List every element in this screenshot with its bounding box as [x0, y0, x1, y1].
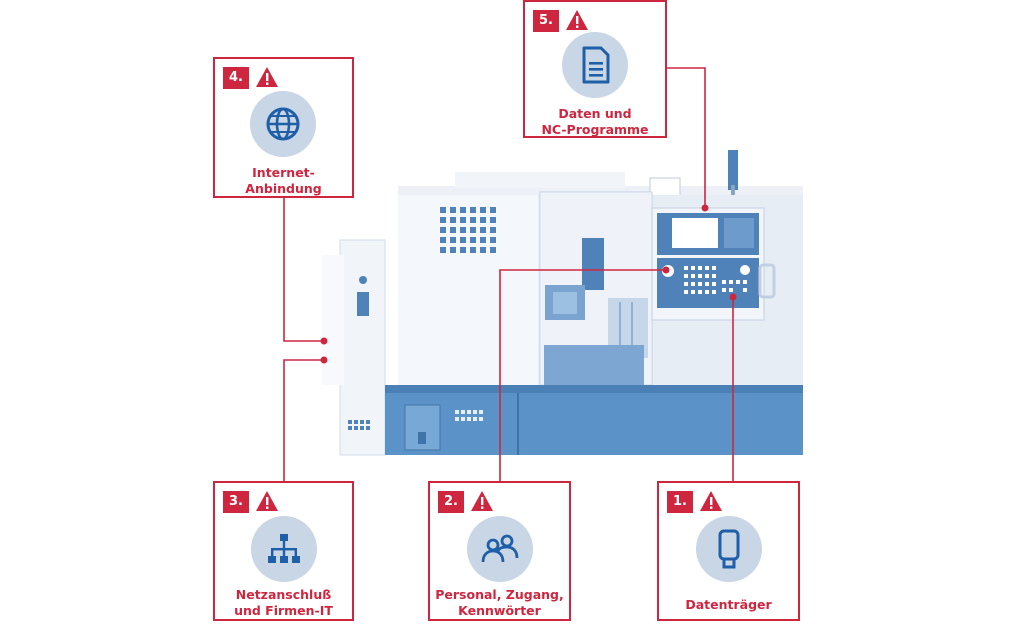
warning-triangle-icon [256, 491, 278, 511]
warning-triangle-icon [700, 491, 722, 511]
risk-label-5-line1: Daten und [558, 106, 632, 121]
risk-label-2-line2: Kennwörter [458, 603, 541, 618]
warning-triangle-icon [471, 491, 493, 511]
usb-stick-icon [696, 516, 762, 582]
risk-label-5-line2: NC-Programme [541, 122, 649, 137]
risk-box-3: 3. Netzanschluß und Firmen-IT [213, 481, 354, 621]
people-icon [467, 516, 533, 582]
risk-number-1: 1. [667, 491, 693, 513]
risk-label-2-line1: Personal, Zugang, [435, 587, 564, 602]
risk-box-5: 5. Daten und NC-Programme [523, 0, 667, 138]
risk-label-4-line2: Anbindung [245, 181, 322, 196]
risk-box-4: 4. Internet- Anbindung [213, 57, 354, 198]
risk-label-1-line1: Datenträger [685, 597, 772, 612]
risk-box-1: 1. Datenträger [657, 481, 800, 621]
warning-triangle-icon [256, 67, 278, 87]
risk-label-4-line1: Internet- [252, 165, 315, 180]
risk-number-3: 3. [223, 491, 249, 513]
warning-triangle-icon [566, 10, 588, 30]
document-icon [562, 32, 628, 98]
risk-label-3-line2: und Firmen-IT [234, 603, 333, 618]
risk-number-4: 4. [223, 67, 249, 89]
network-hierarchy-icon [251, 516, 317, 582]
globe-icon [250, 91, 316, 157]
risk-number-5: 5. [533, 10, 559, 32]
risk-label-3-line1: Netzanschluß [235, 587, 332, 602]
risk-box-2: 2. Personal, Zugang, Kennwörter [428, 481, 571, 621]
risk-number-2: 2. [438, 491, 464, 513]
